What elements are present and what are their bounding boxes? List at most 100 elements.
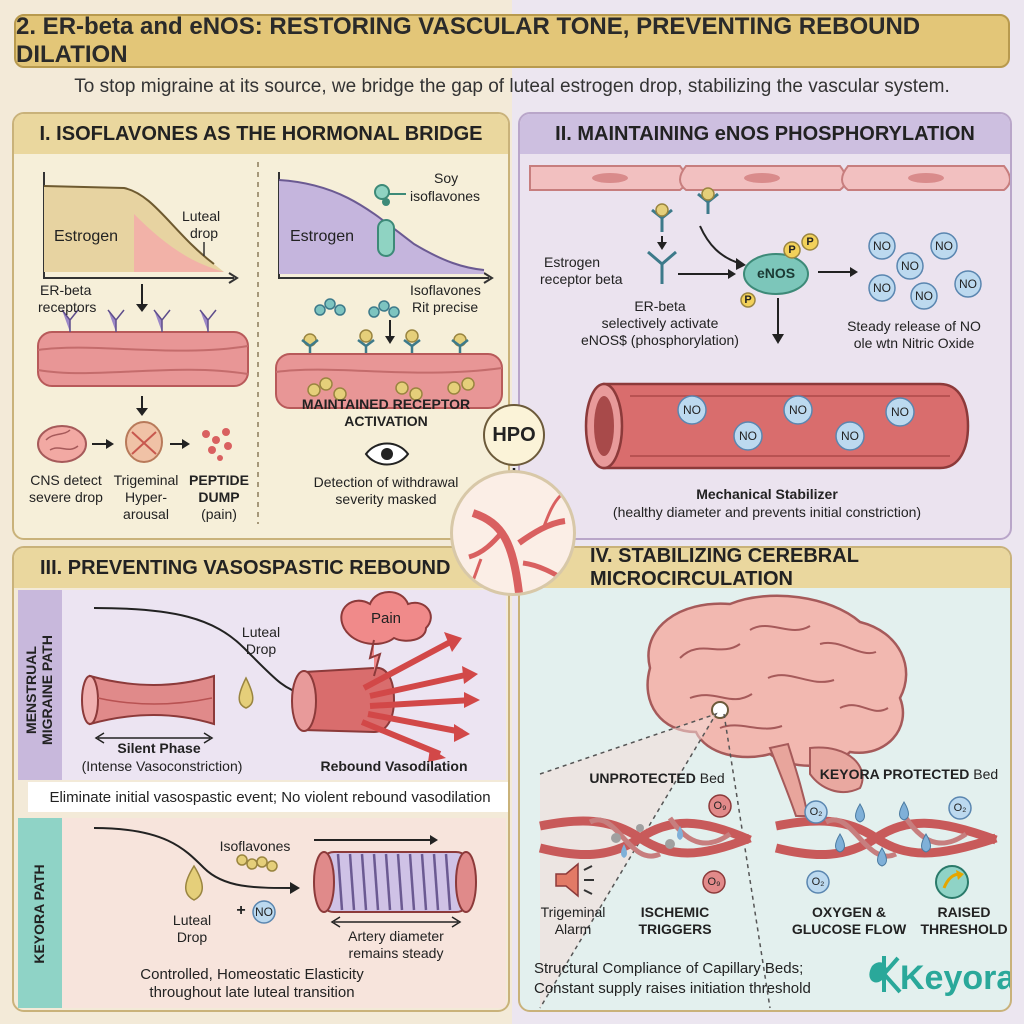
bed-label-1: Bed	[695, 770, 725, 786]
p-label-3: P	[744, 294, 752, 306]
glucose-flow-label: GLUCOSE FLOW	[791, 921, 907, 937]
unprotected-bed-label: UNPROTECTED Bed	[572, 770, 742, 787]
panel-isoflavones-bridge: I. ISOFLAVONES AS THE HORMONAL BRIDGE	[12, 112, 510, 540]
soy-isoflavones-label: isoflavones	[410, 188, 481, 204]
luteal-label: Luteal	[182, 208, 221, 224]
drop-label-top: Drop	[245, 641, 277, 657]
vessel-hub	[450, 470, 576, 596]
throughout-label: throughout late luteal transition	[149, 984, 355, 1001]
raised-label: RAISED	[937, 904, 991, 920]
receptor-beta-label: receptor beta	[540, 271, 623, 287]
trigeminal-label: Trigeminal	[113, 472, 179, 488]
no-label-3: NO	[901, 259, 919, 273]
hpo-badge: HPO	[483, 404, 545, 466]
maintained-label: MAINTAINED RECEPTOR	[301, 396, 471, 412]
no-label-5: NO	[873, 281, 891, 295]
hub-vessels	[468, 493, 569, 593]
severity-label: severity masked	[335, 491, 437, 507]
drop-label: drop	[190, 225, 219, 241]
panel1-graphics	[37, 162, 503, 524]
page-title: 2. ER-beta and eNOS: RESTORING VASCULAR …	[14, 13, 1010, 68]
no-label-1: NO	[873, 239, 891, 253]
o2-label-2: O₂	[953, 802, 967, 814]
soy-label: Soy	[434, 170, 459, 186]
trigeminal-alarm-2: Alarm	[554, 921, 592, 937]
panel4-title: IV. STABILIZING CEREBRAL MICROCIRCULATIO…	[520, 548, 1010, 590]
detection-label: Detection of withdrawal	[313, 474, 459, 490]
o2-label-1: O₂	[809, 806, 823, 818]
peptide-label: PEPTIDE	[189, 472, 249, 488]
panel3-title: III. PREVENTING VASOSPASTIC REBOUND	[14, 548, 508, 588]
silent-phase-label: Silent Phase	[117, 740, 201, 756]
no-label-2: NO	[935, 239, 953, 253]
structural-label: Structural Compliance of Capillary Beds;	[534, 960, 804, 977]
enos-label: eNOS	[756, 265, 796, 281]
intense-vaso-label: (Intense Vasoconstriction)	[81, 758, 243, 774]
no-label-6: NO	[915, 289, 933, 303]
remains-steady-label: remains steady	[348, 945, 444, 961]
panel2-graphics	[529, 165, 1010, 470]
estrogen-label-left: Estrogen	[54, 228, 119, 245]
triggers-label: TRIGGERS	[638, 921, 712, 937]
enoss-label: eNOS$ (phosphorylation)	[581, 332, 739, 348]
rebound-label: Rebound Vasodilation	[320, 758, 468, 774]
activation-label: ACTIVATION	[344, 413, 428, 429]
panel2-title: II. MAINTAINING eNOS PHOSPHORYLATION	[520, 114, 1010, 154]
keyora-protected-label: KEYORA PROTECTED	[819, 766, 970, 782]
ischemic-label: ISCHEMIC	[640, 904, 710, 920]
oxygen-label: OXYGEN &	[812, 904, 886, 920]
luteal-label-bottom: Luteal	[172, 912, 212, 928]
panel4-graphics	[538, 594, 998, 1009]
plus-sign: +	[236, 902, 246, 919]
panel-vasospastic-rebound: III. PREVENTING VASOSPASTIC REBOUND MENS…	[12, 546, 510, 1012]
pain-cloud-label: Pain	[370, 610, 402, 627]
rit-precise-label: Rit precise	[412, 299, 479, 315]
panel-cerebral-microcirculation: IV. STABILIZING CEREBRAL MICROCIRCULATIO…	[518, 546, 1012, 1012]
no-label: NO	[255, 905, 273, 919]
dump-label: DUMP	[198, 489, 240, 505]
cns-detect-label: CNS detect	[30, 472, 102, 488]
pain-label: (pain)	[201, 506, 237, 522]
no-vessel-4: NO	[739, 429, 757, 443]
protected-bed-label: KEYORA PROTECTED Bed	[804, 766, 1010, 783]
brand-logo: Keyora	[900, 959, 1012, 997]
bed-label-2: Bed	[969, 766, 999, 782]
estrogen-label-right: Estrogen	[290, 228, 355, 245]
trigeminal-alarm-1: Trigeminal	[540, 904, 606, 920]
no-vessel-3: NO	[891, 405, 909, 419]
panel3-graphics	[81, 591, 480, 928]
selectively-label: selectively activate	[601, 315, 719, 331]
p-label-2: P	[806, 236, 814, 248]
no-vessel-2: NO	[789, 403, 807, 417]
drop-label-bottom: Drop	[176, 929, 208, 945]
receptors-label: receptors	[38, 299, 97, 315]
menstrual-path-tab	[18, 590, 62, 780]
artery-diameter-label: Artery diameter	[348, 928, 444, 944]
o2-label-3: O₂	[811, 876, 825, 888]
no-label-4: NO	[959, 277, 977, 291]
eliminate-band: Eliminate initial vasospastic event; No …	[28, 782, 508, 812]
constant-label: Constant supply raises initiation thresh…	[534, 980, 811, 997]
arousal-label: arousal	[123, 506, 169, 522]
er-beta-label: ER-beta	[40, 282, 92, 298]
hyper-label: Hyper-	[124, 489, 167, 505]
page-subtitle: To stop migraine at its source, we bridg…	[74, 76, 950, 97]
no-vessel-1: NO	[683, 403, 701, 417]
severe-drop-label: severe drop	[29, 489, 103, 505]
steady-release-label: Steady release of NO	[847, 318, 981, 334]
panel1-title: I. ISOFLAVONES AS THE HORMONAL BRIDGE	[14, 114, 508, 154]
isoflavones-label: Isoflavones	[219, 838, 291, 854]
panel-enos-phosphorylation: II. MAINTAINING eNOS PHOSPHORYLATION	[518, 112, 1012, 540]
p-label-1: P	[788, 244, 796, 256]
keyora-path-tab	[18, 818, 62, 1008]
unprotected-label: UNPROTECTED	[589, 770, 696, 786]
no-vessel-5: NO	[841, 429, 859, 443]
o9-label-1: O₉	[713, 800, 727, 812]
nitric-oxide-label: ole wtn Nitric Oxide	[853, 335, 975, 351]
erbeta-label: ER-beta	[634, 298, 686, 314]
luteal-label-top: Luteal	[241, 624, 281, 640]
estrogen-label: Estrogen	[544, 254, 601, 270]
controlled-label: Controlled, Homeostatic Elasticity	[140, 966, 364, 983]
healthy-diameter-label: (healthy diameter and prevents initial c…	[612, 504, 922, 520]
isoflavones-label: Isoflavones	[410, 282, 481, 298]
